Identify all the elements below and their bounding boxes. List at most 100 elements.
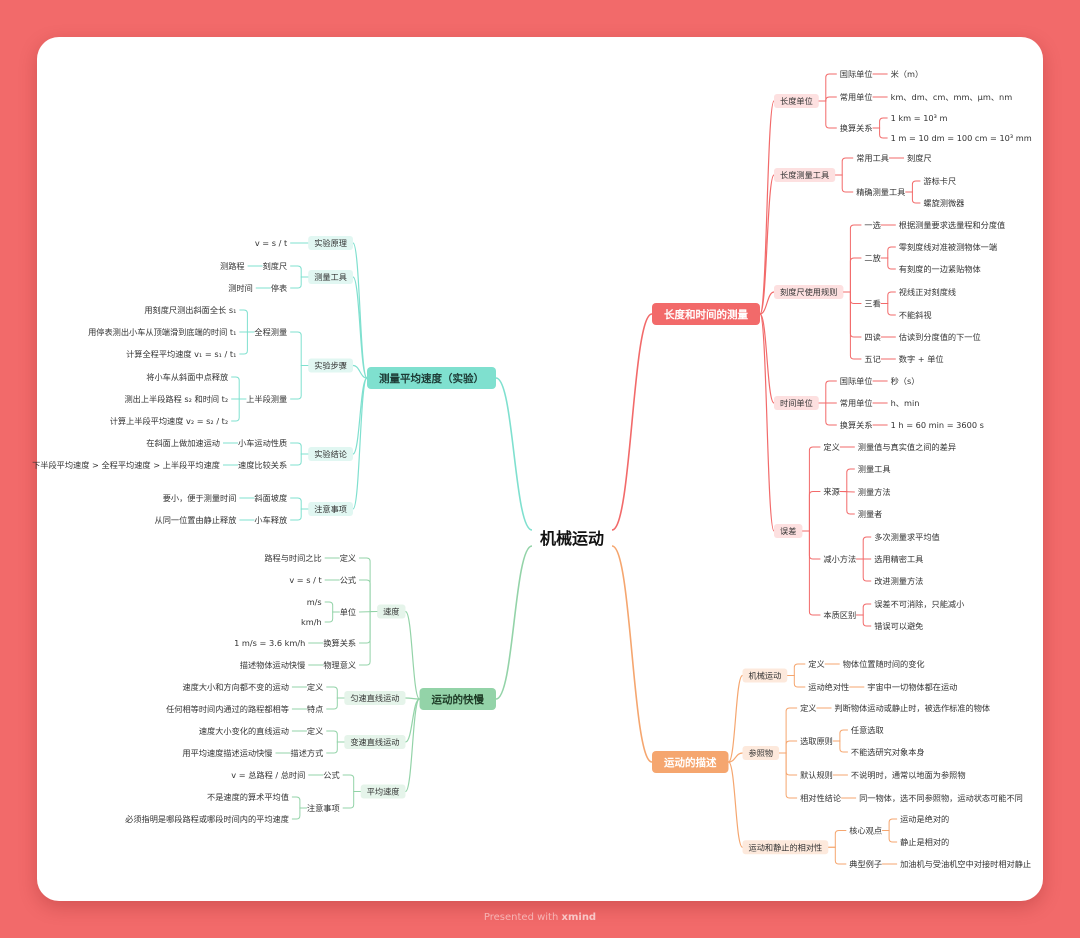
connector-branches-length_time-children-2-children-1-children-1 [880,257,896,270]
subtopic-branches-length_time-children-2-children-2: 三看 [864,299,880,309]
connector-branches-experiment-children-2-children-0-children-2 [239,331,255,355]
connector-branches-length_time-children-1-children-1-children-1 [905,191,921,204]
topic-branches-experiment-children-1[interactable]: 测量工具 [308,270,353,284]
connector-branches-length_time-children-2-children-1-children-0 [880,246,896,259]
connector-branches-length_time-children-4-children-3-children-0 [856,603,872,616]
subtopic-branches-length_time-children-0-children-0: 国际单位 [840,69,873,79]
connector-branches-speed-children-3-children-0 [342,774,361,792]
subtopic-branches-length_time-children-2-children-0: 一选 [864,220,880,230]
topic-branches-motion_desc-children-0[interactable]: 机械运动 [742,668,788,683]
connector-branches-motion_desc-children-1-children-1 [779,740,798,754]
topic-branches-length_time-children-4[interactable]: 误差 [774,524,803,538]
main-topic-length_time-label: 长度和时间的测量 [664,308,748,321]
topic-branches-experiment-children-1-label: 测量工具 [314,272,347,282]
main-topic-motion_desc[interactable]: 运动的描述 [652,751,729,773]
main-topic-length_time-box [652,303,760,325]
subtopic-branches-length_time-children-4-children-2: 减小方法 [823,554,856,564]
connector-branches-length_time-children-0-children-2-children-0 [872,117,888,129]
topic-branches-speed-children-0-box [377,604,406,619]
topic-branches-length_time-children-0[interactable]: 长度单位 [774,94,819,108]
subtopic-branches-length_time-children-4-children-3: 本质区别 [823,610,856,620]
topic-branches-length_time-children-1[interactable]: 长度测量工具 [774,168,836,182]
connector-branches-length_time-children-4-children-1 [802,491,821,532]
topic-branches-speed-children-1[interactable]: 匀速直线运动 [344,691,406,705]
connector-branches-length_time-children-4-children-3 [802,530,821,616]
subtopic-branches-speed-children-0-children-4-children-0: 描述物体运动快慢 [240,660,306,670]
main-topic-experiment[interactable]: 测量平均速度（实验） [367,367,496,389]
topic-branches-motion_desc-children-2[interactable]: 运动和静止的相对性 [742,840,829,855]
subtopic-branches-length_time-children-0-children-1: 常用单位 [840,92,873,102]
subtopic-branches-motion_desc-children-0-children-0: 定义 [808,659,824,669]
topic-branches-speed-children-0-label: 速度 [383,607,399,617]
connector-branches-speed-children-2-children-0 [326,730,345,743]
topic-branches-length_time-children-2-box [774,285,844,299]
subtopic-branches-motion_desc-children-0-children-0-children-0: 物体位置随时间的变化 [843,659,925,669]
topic-branches-experiment-children-4[interactable]: 注意事项 [308,502,353,516]
topic-branches-motion_desc-children-2-label: 运动和静止的相对性 [749,842,823,852]
topic-branches-speed-children-2-box [344,735,406,749]
connector-branches-motion_desc-children-2-children-0-children-0 [882,818,898,831]
subtopic-branches-motion_desc-children-1-children-3-children-0: 同一物体，选不同参照物，运动状态可能不同 [859,793,1023,803]
topic-branches-experiment-children-2-label: 实验步骤 [314,361,347,371]
connector-branches-experiment-children-2 [352,364,368,379]
subtopic-branches-speed-children-2-children-0-children-0: 速度大小变化的直线运动 [199,726,289,736]
connector-branches-length_time-children-2 [759,291,775,315]
connector-branches-length_time-children-2-children-4 [843,291,862,360]
connector-branches-motion_desc-children-2-children-1 [828,846,847,865]
subtopic-branches-speed-children-0-children-2: 单位 [340,607,356,617]
subtopic-branches-speed-children-3-children-0: 公式 [323,770,339,780]
subtopic-branches-length_time-children-4-children-1-children-1: 测量方法 [858,487,891,497]
topic-branches-experiment-children-0[interactable]: 实验原理 [308,236,353,250]
topic-branches-motion_desc-children-1[interactable]: 参照物 [742,746,780,760]
subtopic-branches-experiment-children-1-children-1-children-0: 测时间 [228,283,253,293]
main-topic-speed[interactable]: 运动的快慢 [419,688,497,710]
connector-branches-length_time-children-2-children-0 [843,224,862,293]
connector-branches-length_time-children-2-children-2-children-0 [880,291,896,304]
subtopic-branches-experiment-children-2-children-1: 上半段测量 [246,394,287,404]
connector-root-speed [495,545,533,700]
subtopic-branches-length_time-children-1-children-1-children-1: 螺旋测微器 [923,198,964,208]
subtopic-branches-speed-children-2-children-1-children-0: 用平均速度描述运动快慢 [182,748,272,758]
topic-branches-experiment-children-0-box [308,236,353,250]
connector-branches-speed-children-1-children-0 [326,686,345,699]
subtopic-branches-speed-children-0-children-2-children-0: m/s [307,597,322,607]
connector-root-experiment [495,377,533,531]
subtopic-branches-length_time-children-1-children-1-children-0: 游标卡尺 [923,176,956,186]
connector-branches-experiment-children-1 [352,276,368,379]
connector-branches-speed-children-0-children-0 [359,557,378,612]
main-topic-length_time[interactable]: 长度和时间的测量 [652,303,760,325]
main-topic-experiment-label: 测量平均速度（实验） [379,372,484,385]
topic-branches-speed-children-2[interactable]: 变速直线运动 [344,735,406,749]
subtopic-branches-motion_desc-children-1-children-0: 定义 [800,703,816,713]
subtopic-branches-speed-children-0-children-4: 物理意义 [323,660,356,670]
connector-root-length_time [611,313,653,531]
subtopic-branches-speed-children-0-children-0-children-0: 路程与时间之比 [264,553,321,563]
topic-branches-speed-children-1-box [344,691,406,705]
subtopic-branches-speed-children-1-children-0-children-0: 速度大小和方向都不变的运动 [182,682,288,692]
topic-branches-speed-children-1-label: 匀速直线运动 [350,693,399,703]
topic-branches-length_time-children-3[interactable]: 时间单位 [774,396,819,410]
topic-branches-length_time-children-2[interactable]: 刻度尺使用规则 [774,285,844,299]
connector-branches-length_time-children-0-children-2-children-1 [872,127,888,139]
subtopic-branches-motion_desc-children-2-children-1-children-0: 加油机与受油机空中对接时相对静止 [900,859,1031,869]
topic-branches-experiment-children-2[interactable]: 实验步骤 [308,358,353,373]
root-topic[interactable]: 机械运动 [540,529,604,548]
topic-branches-length_time-children-3-box [774,396,819,410]
subtopic-branches-length_time-children-4-children-2-children-2: 改进测量方法 [874,576,923,586]
connector-branches-length_time-children-1 [759,174,775,315]
topic-branches-speed-children-3[interactable]: 平均速度 [360,784,406,799]
connector-branches-speed-children-2 [404,698,421,743]
footer-prefix: Presented with [483,912,559,923]
subtopic-branches-length_time-children-0-children-2: 换算关系 [840,123,873,133]
connector-branches-length_time-children-3-children-2 [818,402,837,426]
subtopic-branches-speed-children-2-children-0: 定义 [307,726,323,736]
topic-branches-speed-children-2-label: 变速直线运动 [350,737,399,747]
subtopic-branches-length_time-children-2-children-0-children-0: 根据测量要求选量程和分度值 [899,220,1005,230]
subtopic-branches-motion_desc-children-1-children-2: 默认规则 [800,770,833,780]
subtopic-branches-speed-children-1-children-1-children-0: 任何相等时间内通过的路程都相等 [166,704,289,714]
subtopic-branches-motion_desc-children-1-children-1: 选取原则 [800,736,833,746]
topic-branches-speed-children-0[interactable]: 速度 [377,604,406,619]
topic-branches-experiment-children-3[interactable]: 实验结论 [308,447,353,461]
connector-branches-length_time-children-4 [759,313,775,532]
